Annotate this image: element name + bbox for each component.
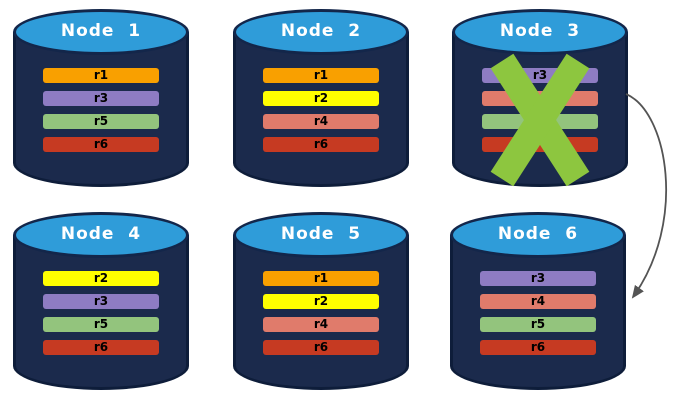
replica-bar-r3: r3	[43, 294, 159, 309]
replica-bar-r6: r6	[480, 340, 596, 355]
replica-bar-r5: r5	[43, 114, 159, 129]
replica-bar-r4: r4	[263, 317, 379, 332]
node-3-top: Node 3	[452, 9, 628, 55]
replica-bar-r5: r5	[43, 317, 159, 332]
node-5-body	[233, 235, 409, 390]
node-3-cylinder: Node 3 r3	[452, 9, 628, 187]
replica-bar-r2: r2	[263, 294, 379, 309]
node-1-top: Node 1	[13, 9, 189, 55]
node-5-top: Node 5	[233, 212, 409, 258]
node-4-title: Node 4	[60, 223, 142, 244]
node-6-replicas: r3 r4 r5 r6	[480, 271, 596, 355]
node-3-title: Node 3	[499, 20, 581, 41]
replica-bar-r2: r2	[263, 91, 379, 106]
replica-bar-r3: r3	[480, 271, 596, 286]
replica-bar-r4: r4	[480, 294, 596, 309]
node-5-cylinder: Node 5 r1 r2 r4 r6	[233, 212, 409, 390]
node-2-title: Node 2	[280, 20, 362, 41]
node-5-replicas: r1 r2 r4 r6	[263, 271, 379, 355]
replica-bar-r1: r1	[263, 271, 379, 286]
failure-x-icon	[490, 53, 590, 187]
node-5-title: Node 5	[280, 223, 362, 244]
node-2-replicas: r1 r2 r4 r6	[263, 68, 379, 152]
node-6-title: Node 6	[497, 223, 579, 244]
replica-bar-r1: r1	[43, 68, 159, 83]
replica-bar-r1: r1	[263, 68, 379, 83]
node-6-cylinder: Node 6 r3 r4 r5 r6	[450, 212, 626, 390]
node-2-cylinder: Node 2 r1 r2 r4 r6	[233, 9, 409, 187]
node-1-title: Node 1	[60, 20, 142, 41]
replica-bar-r5: r5	[480, 317, 596, 332]
node-4-top: Node 4	[13, 212, 189, 258]
replica-bar-r4: r4	[263, 114, 379, 129]
node-2-top: Node 2	[233, 9, 409, 55]
node-6-body	[450, 235, 626, 390]
replica-bar-r2: r2	[43, 271, 159, 286]
node-1-replicas: r1 r3 r5 r6	[43, 68, 159, 152]
node-1-body	[13, 32, 189, 187]
replica-bar-r3: r3	[43, 91, 159, 106]
node-4-body	[13, 235, 189, 390]
replica-bar-r6: r6	[43, 340, 159, 355]
node-2-body	[233, 32, 409, 187]
node-4-cylinder: Node 4 r2 r3 r5 r6	[13, 212, 189, 390]
node-1-cylinder: Node 1 r1 r3 r5 r6	[13, 9, 189, 187]
replica-bar-r6: r6	[263, 137, 379, 152]
replica-bar-r6: r6	[263, 340, 379, 355]
node-6-top: Node 6	[450, 212, 626, 258]
replica-bar-r6: r6	[43, 137, 159, 152]
node-4-replicas: r2 r3 r5 r6	[43, 271, 159, 355]
